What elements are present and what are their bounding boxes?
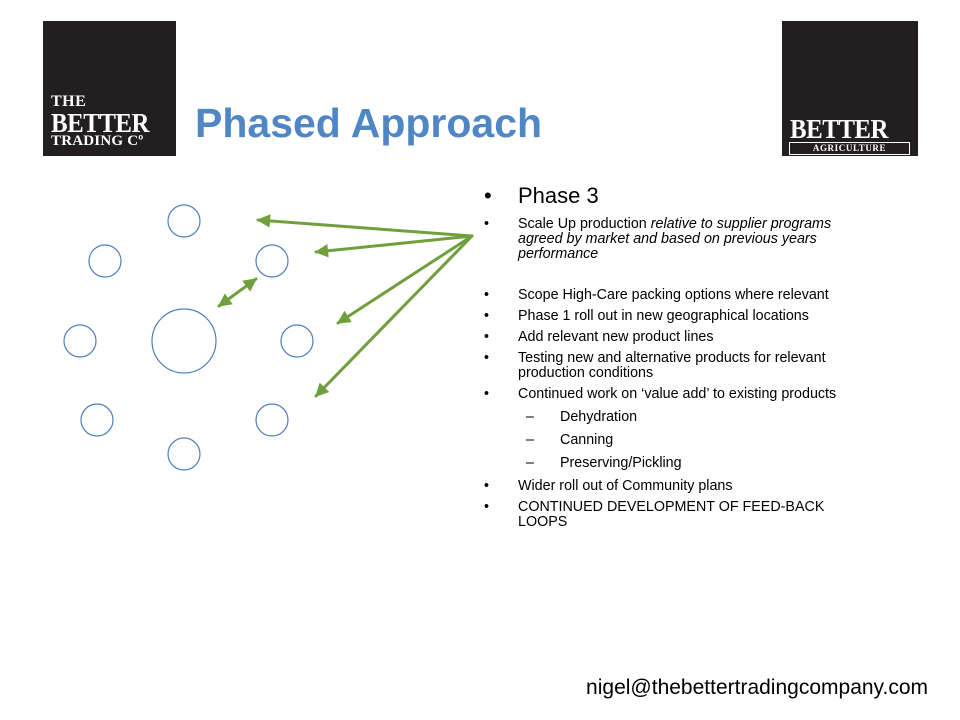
- list-item: •Phase 1 roll out in new geographical lo…: [484, 308, 809, 324]
- node-circle-bottom: [167, 437, 201, 471]
- node-circle-upper-right: [255, 244, 289, 278]
- logo-left-line3: TRADING Cº: [51, 133, 144, 149]
- the-better-trading-co-logo: THE BETTER TRADING Cº: [43, 21, 176, 156]
- list-item: •CONTINUED DEVELOPMENT OF FEED-BACK LOOP…: [484, 499, 825, 530]
- arrow-to-lower-right: [314, 234, 474, 398]
- logo-left-line2: BETTER: [51, 108, 150, 138]
- heading-bullet: •: [484, 183, 492, 208]
- better-agriculture-logo: BETTER AGRICULTURE: [782, 21, 918, 156]
- phase-heading: • Phase 3: [484, 183, 844, 209]
- page-title: Phased Approach: [195, 100, 543, 146]
- sub-list-item: –Preserving/Pickling: [526, 455, 682, 471]
- node-circle-right: [280, 324, 314, 358]
- sub-list-item: –Canning: [526, 432, 614, 448]
- logo-right-line2: AGRICULTURE: [789, 142, 910, 155]
- logo-right-line1: BETTER: [790, 114, 889, 144]
- node-circle-upper-left: [88, 244, 122, 278]
- sub-list-item: –Dehydration: [526, 409, 638, 425]
- contact-email[interactable]: nigel@thebettertradingcompany.com: [586, 676, 928, 699]
- arrow-to-right: [336, 234, 474, 325]
- phase-content: • Phase 3 •Scale Up production relative …: [484, 183, 844, 536]
- logo-left-line1: THE: [51, 93, 87, 110]
- center-circle: [151, 308, 217, 374]
- double-arrow: [217, 277, 258, 308]
- arrow-to-upper-right: [314, 234, 474, 258]
- list-item: •Scope High-Care packing options where r…: [484, 287, 829, 303]
- node-circle-top: [167, 204, 201, 238]
- list-item: •Testing new and alternative products fo…: [484, 350, 826, 381]
- list-item: •Wider roll out of Community plans: [484, 478, 733, 494]
- sub-list: –Dehydration –Canning –Preserving/Pickli…: [518, 410, 844, 471]
- list-item: •Scale Up production relative to supplie…: [484, 216, 832, 262]
- bullet-list: •Scale Up production relative to supplie…: [484, 217, 844, 530]
- list-item: •Continued work on ‘value add’ to existi…: [484, 387, 844, 471]
- list-item: •Add relevant new product lines: [484, 329, 714, 345]
- node-circle-left: [63, 324, 97, 358]
- node-circle-lower-left: [80, 403, 114, 437]
- arrow-to-top: [256, 214, 474, 238]
- node-circle-lower-right: [255, 403, 289, 437]
- phase-heading-text: Phase 3: [518, 183, 599, 208]
